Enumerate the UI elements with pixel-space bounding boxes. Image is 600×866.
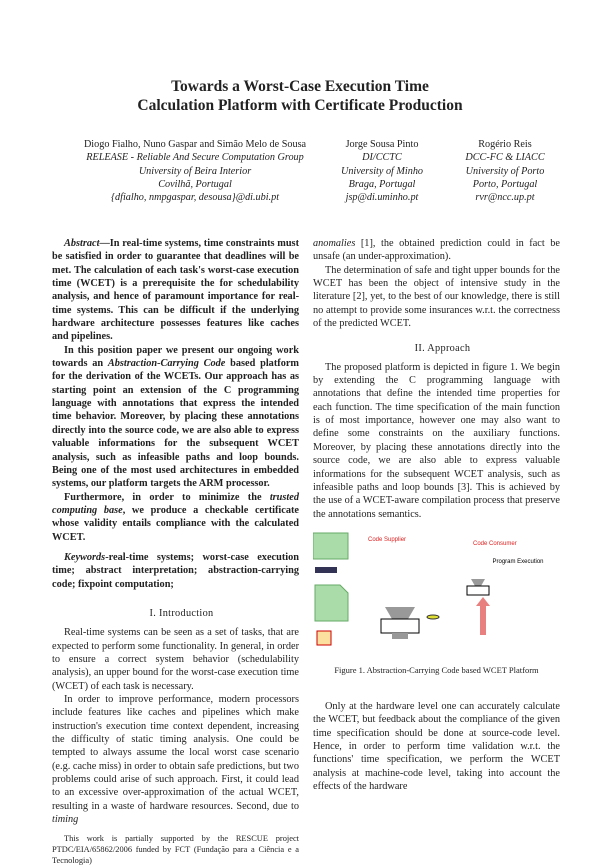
certificate-icon [426,614,440,620]
title-line-1: Towards a Worst-Case Execution Time [171,78,429,95]
warning-icon [316,630,332,646]
program-execution-label: Program Execution [492,559,543,565]
section-heading-approach: II. Approach [414,343,471,355]
text: based platform for the derivation of the… [52,358,299,490]
text: In this position paper we present our on… [52,344,299,370]
footnote-text: This work is partially supported by the … [52,834,299,865]
author-place: Porto, Portugal [472,178,538,190]
figure-1: Code Supplier Code Consumer Program Exec… [313,532,544,646]
emph: timing [52,814,79,826]
author-names: Rogério Reis [478,139,532,150]
abstract-p1: Abstract—In real-time systems, time cons… [52,237,299,344]
author-group: DI/CCTC [362,152,402,164]
right-p0: anomalies [1], the obtained prediction c… [313,237,560,264]
author-group: RELEASE - Reliable And Secure Computatio… [86,152,304,164]
right-p3: Only at the hardware level one can accur… [313,700,560,792]
emph: trusted computing base [52,491,299,516]
intro-p1: Real-time systems can be seen as a set o… [52,627,299,692]
keywords-text: -real-time systems; worst-case execution… [52,551,299,590]
figure-caption: Figure 1. Abstraction-Carrying Code base… [334,664,539,675]
author-university: University of Beira Interior [138,165,252,177]
author-place: Braga, Portugal [348,178,416,190]
author-place: Covilhã, Portugal [158,178,232,190]
compiler-icon [315,566,337,573]
intro-p2: In order to improve performance, modern … [52,693,299,826]
keywords-label: Keywords [64,551,106,563]
keywords: Keywords-real-time systems; worst-case e… [52,551,299,591]
analyzer-base [392,632,408,639]
title-line-2: Calculation Platform with Certificate Pr… [137,97,463,114]
checker-funnel-icon [471,578,485,586]
code-supplier-label: Code Supplier [368,537,406,543]
right-p1: The determination of safe and tight uppe… [313,264,560,330]
left-column: Abstract—In real-time systems, time cons… [52,237,299,866]
section-heading-introduction: I. Introduction [149,607,214,619]
text: [1], the obtained prediction could in fa… [313,238,560,263]
text: Furthermore, in order to minimize the [64,491,270,503]
right-p2: The proposed platform is depicted in fig… [313,361,560,520]
upload-arrow-head [476,596,490,606]
footnote: This work is partially supported by the … [52,826,299,866]
author-block-3: Rogério Reis DCC-FC & LIACC University o… [450,138,560,204]
abstract-text: —In real-time systems, time constraints … [52,238,299,343]
author-email: {dfialho, nmpgaspar, desousa}@di.ubi.pt [110,192,280,204]
analyzer-funnel-icon [385,606,415,619]
emph: anomalies [313,238,356,249]
abstract-label: Abstract [64,238,100,249]
text: , we produce a checkable certificate who… [52,504,299,543]
author-block-1: Diogo Fialho, Nuno Gaspar and Simão Melo… [80,138,310,204]
author-email: rvr@ncc.up.pt [475,192,535,204]
upload-arrow-shaft [480,604,486,635]
author-email: jsp@di.uminho.pt [345,192,419,204]
paper-title: Towards a Worst-Case Execution Time Calc… [0,77,600,115]
checker-box [466,585,490,596]
emph: Abstraction-Carrying Code [107,358,226,370]
text: In order to improve performance, modern … [52,694,299,812]
figure-1-container: Code Supplier Code Consumer Program Exec… [313,531,560,661]
abstract-p2: In this position paper we present our on… [52,344,299,491]
analyzer-box [380,618,420,634]
author-names: Jorge Sousa Pinto [345,139,419,150]
author-block-2: Jorge Sousa Pinto DI/CCTC University of … [322,138,442,204]
right-column: anomalies [1], the obtained prediction c… [313,237,560,793]
author-university: University of Porto [465,165,545,177]
abstract-p3: Furthermore, in order to minimize the tr… [52,491,299,544]
author-names: Diogo Fialho, Nuno Gaspar and Simão Melo… [83,139,307,150]
author-group: DCC-FC & LIACC [465,152,545,164]
code-consumer-label: Code Consumer [473,541,517,547]
source-code-document-icon [313,532,349,560]
assembly-document-icon [314,584,349,622]
author-university: University of Minho [340,165,424,177]
